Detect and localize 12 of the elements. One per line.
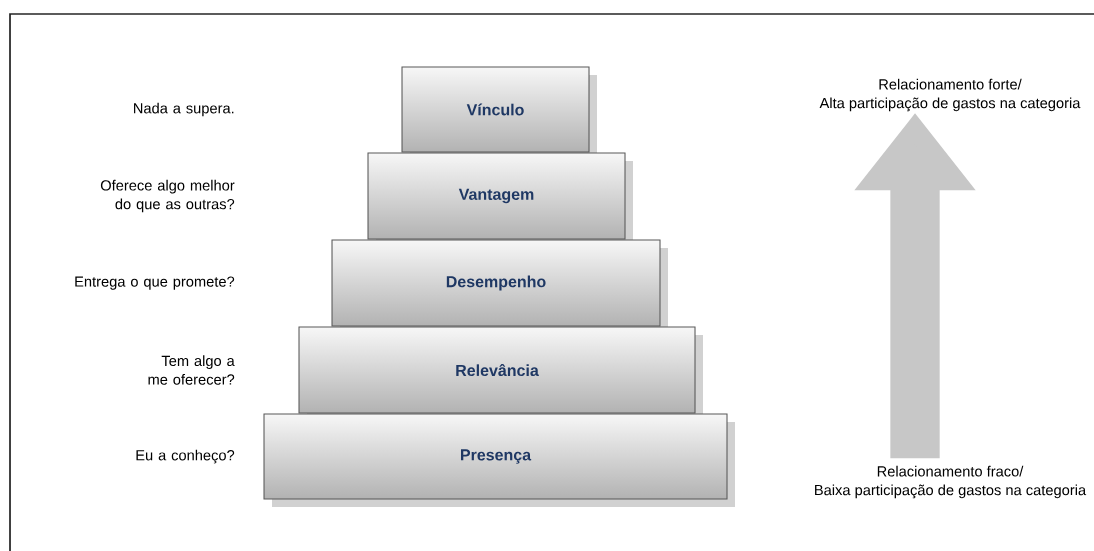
- step-box: Desempenho: [331, 239, 668, 334]
- question-text: Tem algo a me oferecer?: [148, 355, 235, 385]
- question-text: Eu a conheço?: [136, 449, 235, 464]
- caption-text: Relacionamento fraco/ Baixa participação de gastos na categoria: [815, 465, 1087, 499]
- question-text: Entrega o que promete?: [75, 276, 235, 290]
- step-box: Vínculo: [401, 66, 597, 160]
- question-text: Nada a supera.: [134, 102, 234, 117]
- step-box: Presença: [263, 413, 735, 507]
- step-box: Relevância: [298, 326, 703, 421]
- question-text: Oferece algo melhor do que as outras?: [100, 179, 235, 213]
- step-box: Vantagem: [367, 152, 633, 247]
- caption-text: Relacionamento forte/ Alta participação de gastos na categoria: [819, 78, 1081, 112]
